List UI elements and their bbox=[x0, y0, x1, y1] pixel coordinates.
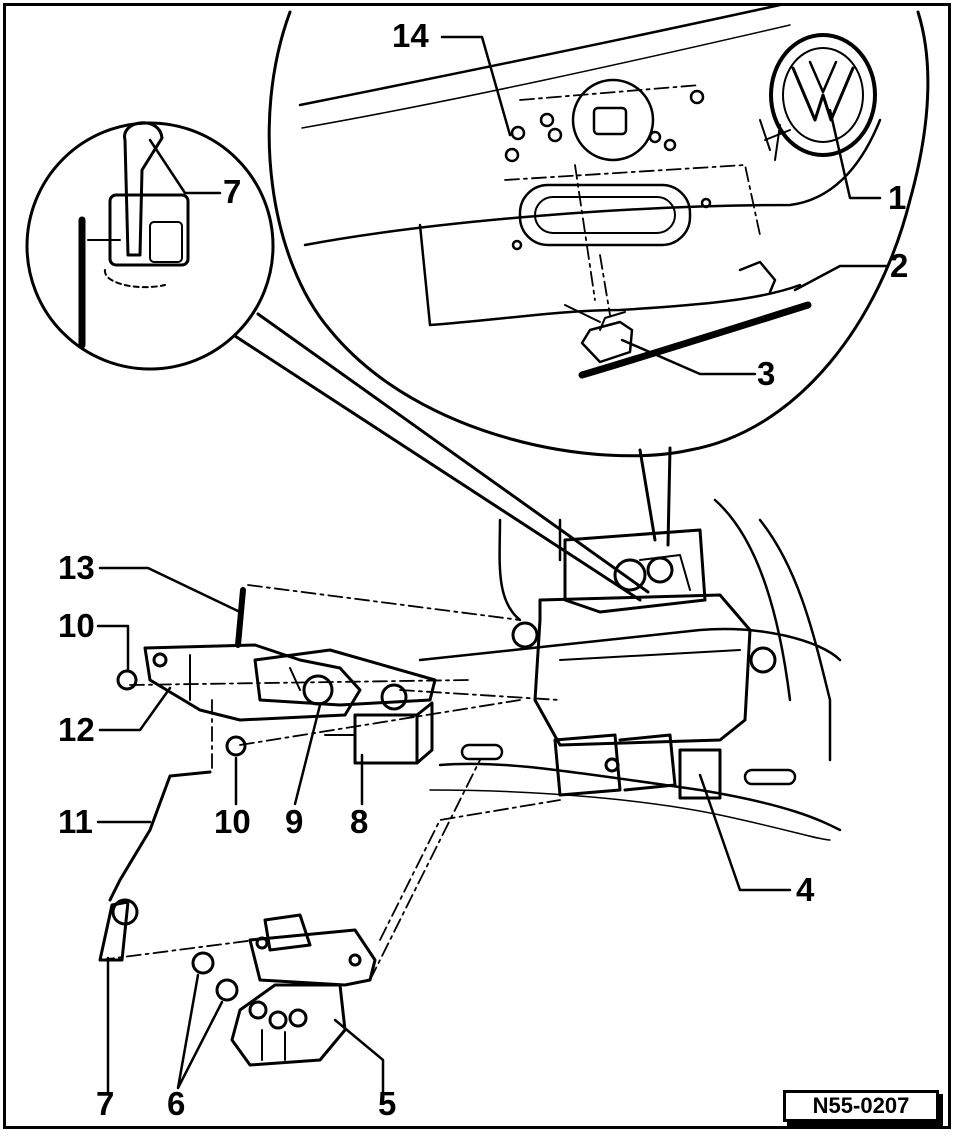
alignment-lines bbox=[99, 584, 561, 981]
callout-7-detail: 7 bbox=[223, 173, 242, 210]
detail-circle-tailgate bbox=[267, 10, 930, 547]
figure-reference-box: N55-0207 bbox=[783, 1090, 939, 1122]
detail-circle-cable bbox=[25, 121, 650, 602]
callout-leaders bbox=[96, 35, 890, 1100]
callout-8: 8 bbox=[350, 803, 369, 840]
callout-3: 3 bbox=[757, 355, 776, 392]
callout-11: 11 bbox=[58, 803, 93, 840]
release-lever bbox=[98, 587, 437, 962]
callout-7-cable: 7 bbox=[96, 1085, 115, 1122]
callout-2: 2 bbox=[890, 247, 909, 284]
lock-assembly bbox=[511, 528, 777, 800]
striker-assembly bbox=[191, 913, 377, 1067]
figure-frame bbox=[3, 3, 951, 1129]
tailgate-panel bbox=[298, 3, 882, 379]
callout-10-left: 10 bbox=[58, 607, 95, 644]
callout-12: 12 bbox=[58, 711, 95, 748]
callout-14: 14 bbox=[392, 17, 429, 54]
callout-6: 6 bbox=[167, 1085, 186, 1122]
callout-4: 4 bbox=[796, 871, 815, 908]
body-panel bbox=[418, 498, 842, 841]
figure-reference-code: N55-0207 bbox=[812, 1093, 910, 1118]
callout-13: 13 bbox=[58, 549, 95, 586]
callout-10-lower: 10 bbox=[214, 803, 251, 840]
callout-9: 9 bbox=[285, 803, 304, 840]
callout-5: 5 bbox=[378, 1085, 397, 1122]
callout-1: 1 bbox=[888, 179, 907, 216]
